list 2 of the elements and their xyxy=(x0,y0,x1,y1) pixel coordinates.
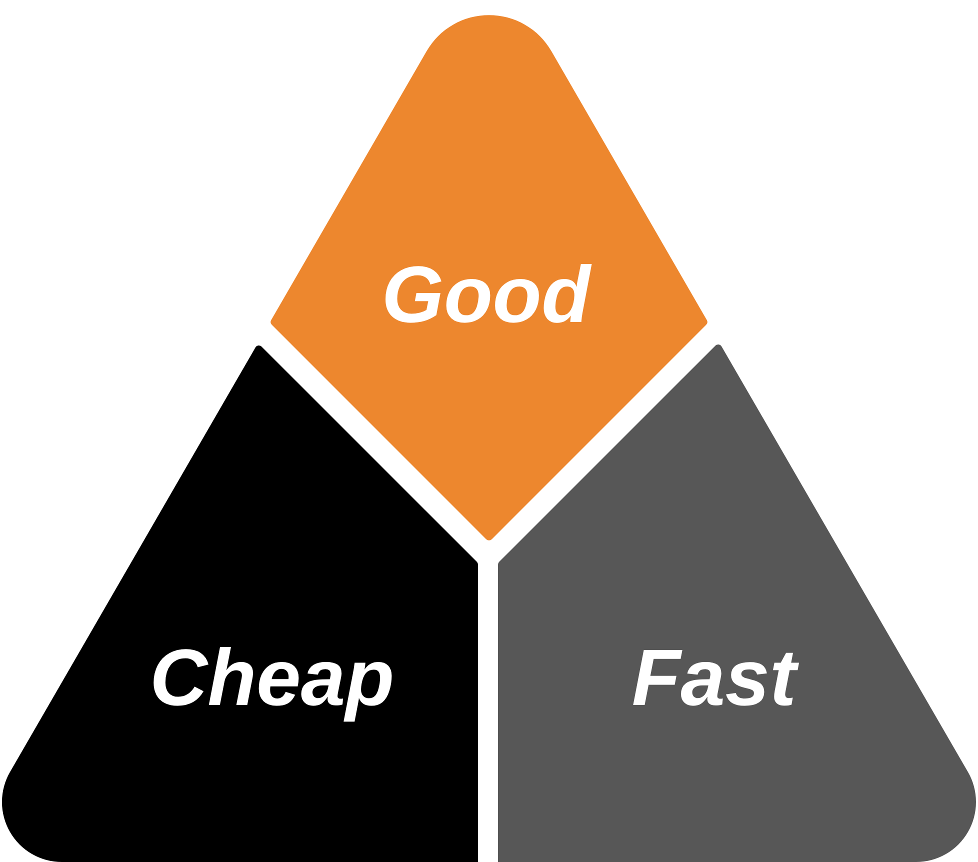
segment-label: Fast xyxy=(632,638,796,718)
segment-label: Good xyxy=(382,255,590,335)
